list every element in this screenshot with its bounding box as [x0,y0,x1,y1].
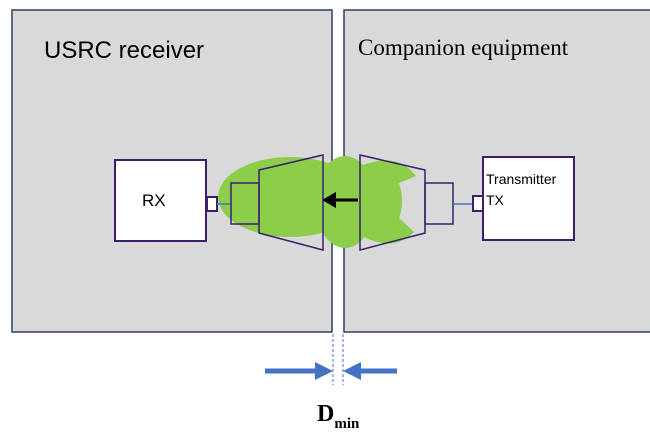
dmin-arrow-right [343,362,397,380]
rx-connector [206,196,218,212]
rx-label: RX [142,191,166,210]
dmin-label-subscript: min [334,416,360,432]
dmin-label: Dmin [317,401,360,432]
tx-connector [472,195,484,212]
dmin-label-main: D [317,401,334,427]
receiver-panel-title: USRC receiver [44,37,204,64]
rx-horn [258,154,324,251]
tx-horn [359,154,426,251]
transmission-direction-arrow [322,192,358,208]
tx-label-line1: Transmitter [486,171,557,187]
tx-label-line2: TX [486,192,505,208]
companion-panel-title: Companion equipment [358,35,569,60]
dmin-arrow-left [265,362,333,380]
radiation-beam [218,156,416,248]
